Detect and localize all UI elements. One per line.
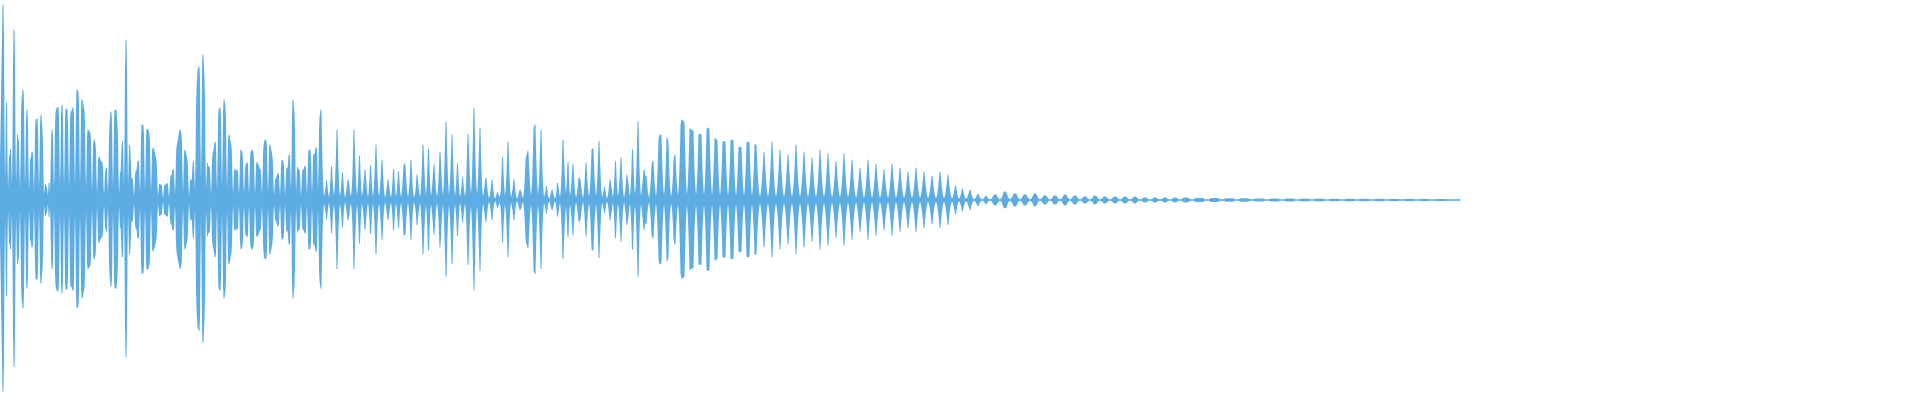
audio-waveform: [0, 4, 1461, 392]
